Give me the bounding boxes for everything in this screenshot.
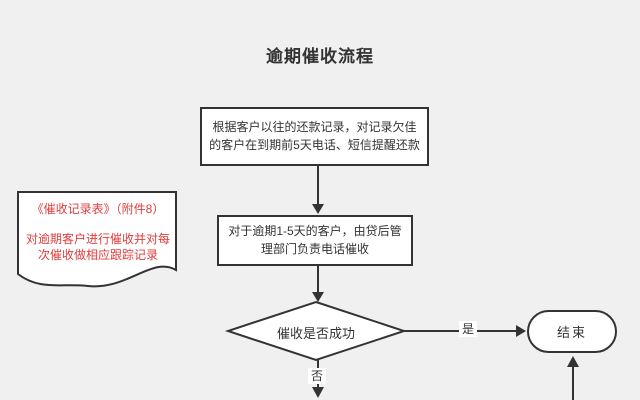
document-annotation-body: 对逾期客户进行催收并对每次催收做相应跟踪记录 — [25, 232, 170, 263]
decision-node-label: 催收是否成功 — [276, 326, 355, 341]
arrowhead-down-icon — [312, 204, 324, 214]
decision-diamond — [224, 300, 408, 362]
document-annotation-title: 《催收记录表》（附件8） — [31, 202, 165, 216]
arrowhead-down-icon — [312, 387, 324, 398]
flowchart-title: 逾期催收流程 — [266, 47, 374, 66]
edge-label-yes: 是 — [459, 321, 478, 338]
connector-step1-step2 — [312, 166, 324, 214]
arrowhead-right-icon — [516, 325, 526, 337]
terminator-node-end: 结束 — [527, 310, 617, 353]
document-shape — [17, 191, 177, 288]
arrowhead-up-icon — [567, 356, 579, 367]
process-node-phone-collection: 对于逾期1-5天的客户，由贷后管理部门负责电话催收 — [217, 215, 413, 266]
connector-step2-decision — [312, 266, 324, 302]
process-node-remind-repayment: 根据客户以往的还款记录，对记录欠佳的客户在到期前5天电话、短信提醒还款 — [200, 107, 429, 166]
process-node-label: 根据客户以往的还款记录，对记录欠佳的客户在到期前5天电话、短信提醒还款 — [209, 120, 420, 152]
connector-return-end — [567, 356, 579, 400]
arrowhead-down-icon — [312, 292, 324, 302]
terminator-node-label: 结束 — [556, 325, 587, 340]
process-node-label: 对于逾期1-5天的客户，由贷后管理部门负责电话催收 — [228, 224, 402, 256]
edge-label-no: 否 — [308, 368, 327, 385]
